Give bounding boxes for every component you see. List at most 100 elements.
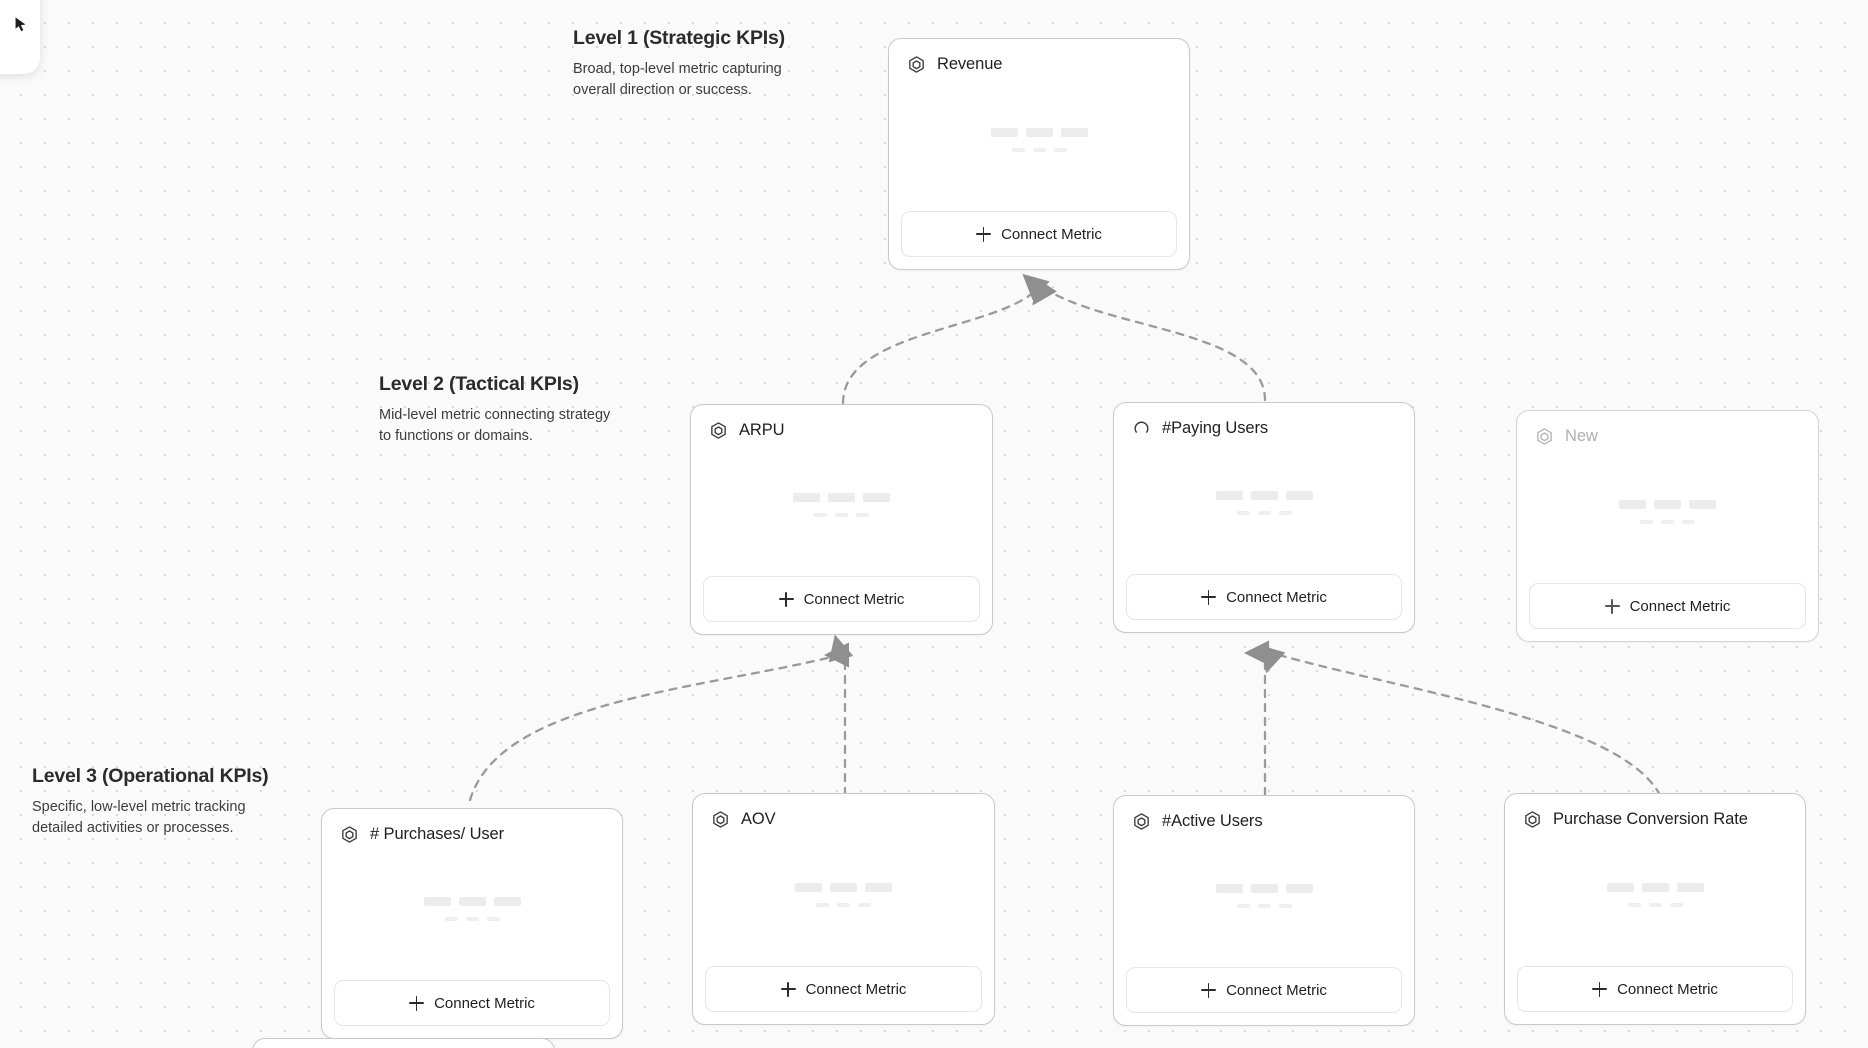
- card-title: #Active Users: [1162, 812, 1263, 831]
- plus-icon: [1201, 982, 1217, 998]
- skeleton-bar: [1285, 491, 1313, 500]
- skeleton-bar: [828, 493, 855, 502]
- skeleton-bar: [1606, 882, 1634, 892]
- metric-card-purchases-per-user[interactable]: # Purchases/ User Connect Metric: [321, 808, 623, 1039]
- edge-purchases-to-arpu: [468, 634, 854, 802]
- skeleton-bar: [1676, 882, 1704, 892]
- skeleton-bar: [1682, 519, 1695, 524]
- metric-card-paying-users[interactable]: #Paying Users Connect Metric: [1113, 402, 1415, 633]
- skeleton-row-primary: [793, 493, 890, 502]
- level1-title: Level 1 (Strategic KPIs): [573, 27, 785, 49]
- skeleton-bar: [1619, 499, 1646, 509]
- cursor-icon: [12, 16, 29, 33]
- hexagon-metric-icon: [711, 810, 730, 829]
- skeleton-bar: [1250, 491, 1278, 500]
- plus-icon: [1592, 981, 1608, 997]
- floating-toolbar-panel[interactable]: [0, 0, 40, 74]
- plus-icon: [778, 591, 794, 607]
- skeleton-bar: [423, 897, 451, 906]
- skeleton-row-primary: [990, 127, 1088, 137]
- skeleton-bar: [814, 513, 827, 517]
- skeleton-bar: [1278, 511, 1292, 515]
- plus-icon: [780, 981, 796, 997]
- skeleton-bar: [1640, 519, 1653, 524]
- metric-card-purchase-conversion-rate[interactable]: Purchase Conversion Rate Connect Metric: [1504, 793, 1806, 1025]
- connect-metric-button[interactable]: Connect Metric: [901, 211, 1177, 257]
- metric-card-arpu[interactable]: ARPU Connect Metric: [690, 404, 993, 635]
- level1-description: Broad, top-level metric capturing overal…: [573, 61, 782, 98]
- metric-card-offscreen-bottom[interactable]: [252, 1038, 555, 1048]
- card-title: Revenue: [937, 55, 1003, 74]
- card-skeleton-body: [1505, 829, 1805, 966]
- skeleton-bar: [1654, 499, 1681, 509]
- plus-icon: [1604, 598, 1620, 614]
- connect-metric-button[interactable]: Connect Metric: [1517, 966, 1793, 1012]
- connect-metric-button[interactable]: Connect Metric: [705, 966, 982, 1012]
- skeleton-bar: [1689, 499, 1716, 509]
- hexagon-metric-icon: [1523, 810, 1542, 829]
- skeleton-row-primary: [1606, 882, 1704, 892]
- card-skeleton-body: [889, 74, 1189, 211]
- metric-card-active-users[interactable]: #Active Users Connect Metric: [1113, 795, 1415, 1026]
- connect-metric-button[interactable]: Connect Metric: [1529, 583, 1806, 629]
- skeleton-bar: [1215, 491, 1243, 500]
- skeleton-bar: [990, 127, 1018, 137]
- connect-metric-label: Connect Metric: [434, 994, 535, 1012]
- hexagon-metric-icon: [340, 825, 359, 844]
- card-title: ARPU: [739, 421, 785, 440]
- card-skeleton-body: [1517, 446, 1818, 583]
- connect-metric-label: Connect Metric: [803, 590, 905, 608]
- card-header: Revenue: [889, 39, 1189, 74]
- skeleton-bar: [830, 882, 857, 892]
- skeleton-row-primary: [795, 882, 892, 892]
- connect-metric-button[interactable]: Connect Metric: [334, 980, 610, 1026]
- card-skeleton-body: [691, 440, 992, 576]
- card-title: #Paying Users: [1162, 419, 1268, 438]
- hexagon-metric-icon: [1132, 812, 1151, 831]
- plus-icon: [976, 226, 992, 242]
- edge-arpu-to-revenue: [841, 273, 1050, 405]
- skeleton-bar: [1236, 904, 1250, 908]
- skeleton-row-secondary: [814, 513, 869, 517]
- skeleton-bar: [1641, 882, 1669, 892]
- hexagon-metric-icon: [1535, 427, 1554, 446]
- card-header: Purchase Conversion Rate: [1505, 794, 1805, 829]
- metric-card-revenue[interactable]: Revenue Connect Metric: [888, 38, 1190, 270]
- skeleton-bar: [1648, 902, 1662, 907]
- skeleton-row-secondary: [1011, 147, 1067, 152]
- edge-conversion-to-paying-users: [1261, 645, 1662, 797]
- skeleton-bar: [1060, 127, 1088, 137]
- skeleton-bar: [465, 917, 479, 921]
- card-title: Purchase Conversion Rate: [1553, 810, 1748, 829]
- skeleton-bar: [1011, 147, 1025, 152]
- skeleton-bar: [816, 902, 829, 907]
- skeleton-bar: [1250, 884, 1278, 893]
- connect-metric-label: Connect Metric: [1617, 980, 1718, 998]
- card-header: #Active Users: [1114, 796, 1414, 831]
- skeleton-bar: [458, 897, 486, 906]
- skeleton-bar: [493, 897, 521, 906]
- metric-card-aov[interactable]: AOV Connect Metric: [692, 793, 995, 1025]
- skeleton-row-secondary: [1627, 902, 1683, 907]
- skeleton-bar: [1661, 519, 1674, 524]
- connect-metric-label: Connect Metric: [1629, 597, 1731, 615]
- connect-metric-button[interactable]: Connect Metric: [703, 576, 980, 622]
- metric-card-new[interactable]: New Connect Metric: [1516, 410, 1819, 642]
- card-title: New: [1565, 427, 1598, 446]
- skeleton-row-secondary: [444, 917, 500, 921]
- skeleton-bar: [837, 902, 850, 907]
- skeleton-bar: [1278, 904, 1292, 908]
- skeleton-bar: [1215, 884, 1243, 893]
- skeleton-row-secondary: [816, 902, 871, 907]
- card-header: # Purchases/ User: [322, 809, 622, 844]
- connect-metric-button[interactable]: Connect Metric: [1126, 574, 1402, 620]
- card-header: #Paying Users: [1114, 403, 1414, 438]
- skeleton-row-primary: [1215, 884, 1313, 893]
- skeleton-row-primary: [423, 897, 521, 906]
- card-skeleton-body: [322, 844, 622, 980]
- connect-metric-button[interactable]: Connect Metric: [1126, 967, 1402, 1013]
- connect-metric-label: Connect Metric: [1226, 981, 1327, 999]
- connect-metric-label: Connect Metric: [1226, 588, 1327, 606]
- skeleton-bar: [835, 513, 848, 517]
